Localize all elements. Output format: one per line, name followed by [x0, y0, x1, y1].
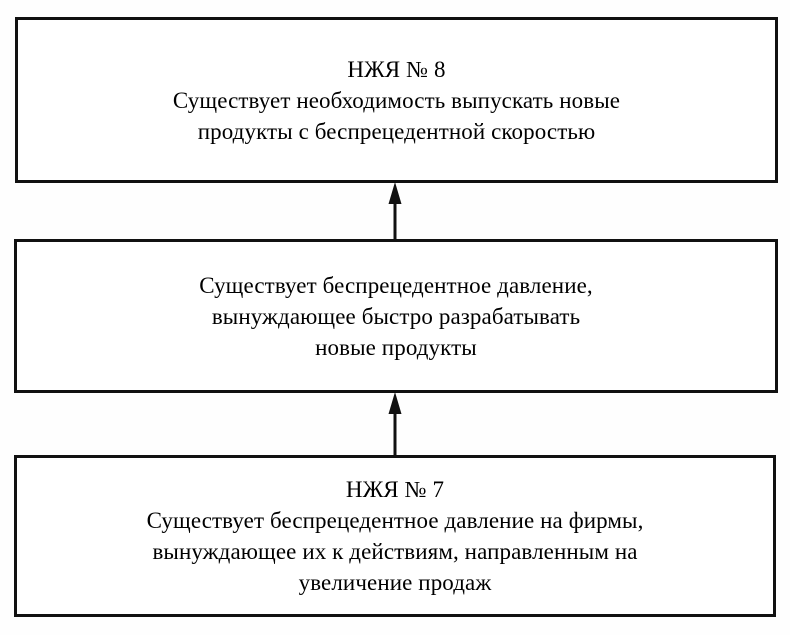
node-line-ude-7-1: Существует беспрецедентное давление на ф… — [146, 508, 644, 533]
node-line-ude-8-2: продукты с беспрецедентной скоростью — [197, 118, 596, 144]
arrow-up-icon-middle-to-top — [387, 182, 403, 240]
node-line-intermediate-1: Существует беспрецедентное давление, — [199, 272, 593, 298]
node-box-ude-7[interactable]: НЖЯ № 7 Существует беспрецедентное давле… — [14, 455, 776, 617]
node-line-ude-8-1: Существует необходимость выпускать новые — [172, 87, 621, 113]
node-text-ude-7: НЖЯ № 7 Существует беспрецедентное давле… — [40, 474, 751, 598]
node-line-intermediate-2: вынуждающее быстро разрабатывать — [211, 303, 581, 329]
node-box-ude-8[interactable]: НЖЯ № 8 Существует необходимость выпуска… — [15, 17, 778, 183]
node-label-ude-8: НЖЯ № 8 — [347, 56, 446, 82]
node-text-ude-8: НЖЯ № 8 Существует необходимость выпуска… — [41, 54, 753, 147]
node-line-intermediate-3: новые продукты — [315, 334, 477, 360]
node-line-ude-7-3: увеличение продаж — [298, 570, 492, 595]
node-line-ude-7-2: вынуждающее их к действиям, направленным… — [152, 539, 638, 564]
arrow-up-icon-bottom-to-middle — [387, 392, 403, 456]
node-text-intermediate: Существует беспрецедентное давление, вын… — [40, 270, 753, 363]
node-label-ude-7: НЖЯ № 7 — [345, 477, 445, 502]
node-box-intermediate[interactable]: Существует беспрецедентное давление, вын… — [14, 239, 778, 393]
